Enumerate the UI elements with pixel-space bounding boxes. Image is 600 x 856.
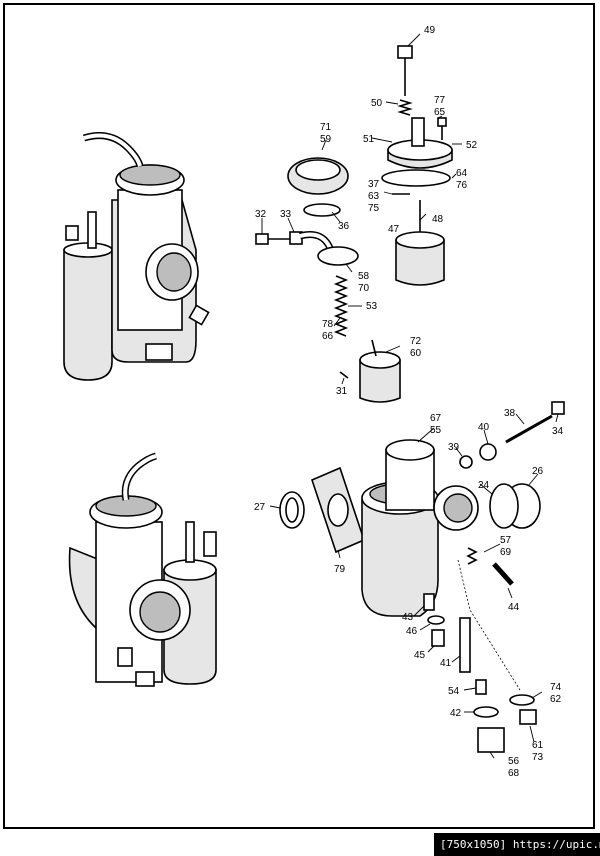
label-38: 38 (504, 408, 516, 419)
label-36: 36 (338, 221, 350, 232)
label-41: 41 (440, 658, 452, 669)
label-59: 59 (320, 134, 332, 145)
label-61: 61 (532, 740, 544, 751)
label-55: 55 (430, 425, 442, 436)
label-50: 50 (371, 98, 383, 109)
label-65: 65 (434, 107, 446, 118)
label-67: 67 (430, 413, 442, 424)
label-62: 62 (550, 694, 562, 705)
label-49: 49 (424, 25, 436, 36)
label-43: 43 (402, 612, 414, 623)
label-24: 24 (478, 480, 490, 491)
label-32: 32 (255, 209, 267, 220)
label-52: 52 (466, 140, 478, 151)
label-63: 63 (368, 191, 380, 202)
body-parts (279, 401, 565, 753)
label-53: 53 (366, 301, 378, 312)
label-66: 66 (322, 331, 334, 342)
label-74: 74 (550, 682, 562, 693)
label-76: 76 (456, 180, 468, 191)
label-60: 60 (410, 348, 422, 359)
label-44: 44 (508, 602, 520, 613)
label-58: 58 (358, 271, 370, 282)
label-73: 73 (532, 752, 544, 763)
label-69: 69 (500, 547, 512, 558)
leader-lines (261, 33, 559, 759)
label-40: 40 (478, 422, 490, 433)
label-54: 54 (448, 686, 460, 697)
label-47: 47 (388, 224, 400, 235)
label-68: 68 (508, 768, 520, 779)
carburetor-assembly-top (63, 132, 210, 381)
label-75: 75 (368, 203, 380, 214)
part-number-labels: 49 50 77 65 71 59 51 52 37 64 76 63 75 3… (254, 25, 564, 779)
label-37: 37 (368, 179, 380, 190)
label-64: 64 (456, 168, 468, 179)
label-79: 79 (334, 564, 346, 575)
image-frame (3, 3, 595, 829)
label-31: 31 (336, 386, 348, 397)
label-70: 70 (358, 283, 370, 294)
label-56: 56 (508, 756, 520, 767)
label-42: 42 (450, 708, 462, 719)
label-45: 45 (414, 650, 426, 661)
label-48: 48 (432, 214, 444, 225)
label-27: 27 (254, 502, 266, 513)
top-cap-parts (255, 45, 453, 403)
label-26: 26 (532, 466, 544, 477)
label-77: 77 (434, 95, 446, 106)
label-34: 34 (552, 426, 564, 437)
carburetor-assembly-bottom (68, 452, 217, 687)
label-57: 57 (500, 535, 512, 546)
label-46: 46 (406, 626, 418, 637)
label-33: 33 (280, 209, 292, 220)
label-71: 71 (320, 122, 332, 133)
label-51: 51 (363, 134, 375, 145)
image-size-footer: [750x1050] https://upic.me/ (434, 833, 600, 856)
label-72: 72 (410, 336, 422, 347)
label-39: 39 (448, 442, 460, 453)
label-78: 78 (322, 319, 334, 330)
